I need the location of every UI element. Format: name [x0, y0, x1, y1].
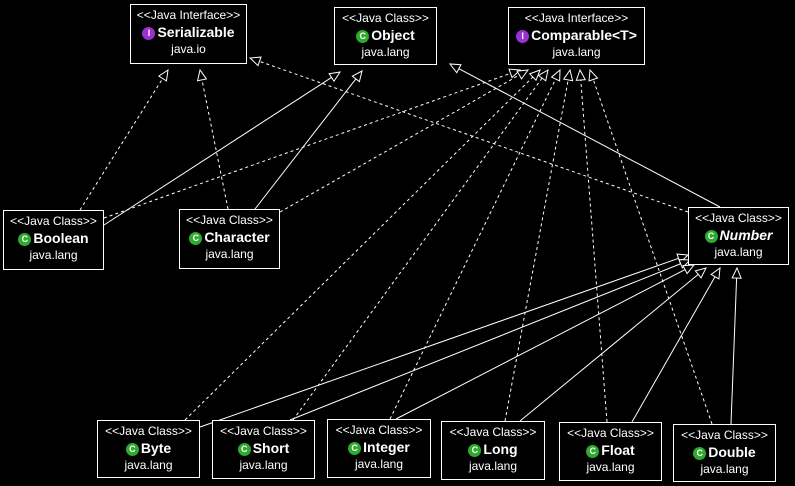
- class-name: Integer: [363, 439, 410, 455]
- number-to-object-arrowhead-icon: [448, 63, 462, 74]
- boolean-to-serializable-arrowhead-icon: [157, 68, 169, 82]
- class-icon: C: [348, 442, 362, 455]
- stereotype-label: <<Java Class>>: [186, 213, 273, 227]
- boolean-to-object-extends-edge: [103, 77, 332, 226]
- class-name: Byte: [140, 440, 172, 456]
- package-label: java.lang: [239, 458, 288, 472]
- float-to-number-arrowhead-icon: [710, 266, 721, 280]
- package-label: java.lang: [700, 462, 749, 476]
- character-to-serializable-implements-edge: [201, 79, 229, 210]
- stereotype-label: <<Java Class>>: [105, 424, 192, 438]
- class-icon: C: [189, 232, 203, 245]
- integer-to-number-arrowhead-icon: [682, 264, 696, 275]
- class-icon: C: [586, 445, 600, 458]
- class-icon: C: [237, 443, 251, 456]
- boolean-to-object-arrowhead-icon: [328, 71, 342, 83]
- character-to-serializable-arrowhead-icon: [196, 68, 208, 82]
- character-to-comparable-implements-edge: [279, 74, 520, 213]
- class-name: Float: [601, 442, 635, 458]
- class-name: Double: [708, 444, 756, 460]
- stereotype-label: <<Java Class>>: [10, 214, 97, 228]
- package-label: java.lang: [361, 45, 410, 59]
- integer-to-comparable-implements-edge: [389, 78, 557, 420]
- package-label: java.lang: [586, 460, 635, 474]
- byte-to-comparable-arrowhead-icon: [528, 69, 541, 82]
- number-to-serializable-arrowhead-icon: [248, 56, 262, 67]
- class-name: Character: [204, 229, 270, 245]
- class-name: Short: [252, 440, 290, 456]
- class-name: Comparable<T>: [531, 27, 637, 43]
- stereotype-label: <<Java Class>>: [681, 428, 768, 442]
- class-name: Boolean: [33, 230, 89, 246]
- interface-icon: I: [142, 27, 156, 40]
- package-label: java.lang: [124, 458, 173, 472]
- stereotype-label: <<Java Interface>>: [524, 11, 629, 25]
- long-to-comparable-arrowhead-icon: [562, 68, 574, 82]
- package-label: java.lang: [354, 457, 404, 471]
- class-icon: C: [356, 30, 370, 43]
- class-name: Long: [483, 441, 518, 457]
- class-icon: C: [704, 230, 718, 243]
- long-to-comparable-implements-edge: [504, 79, 569, 422]
- float-to-number-extends-edge: [631, 276, 716, 423]
- class-icon: C: [468, 444, 482, 457]
- float-to-comparable-implements-edge: [580, 79, 608, 423]
- stereotype-label: <<Java Class>>: [335, 423, 423, 437]
- short-to-comparable-implements-edge: [292, 77, 543, 421]
- class-icon: C: [18, 233, 32, 246]
- double-to-comparable-arrowhead-icon: [588, 68, 599, 82]
- package-label: java.lang: [205, 247, 254, 261]
- package-label: java.lang: [552, 45, 601, 59]
- float-to-comparable-arrowhead-icon: [575, 68, 587, 81]
- number-to-object-extends-edge: [458, 68, 721, 208]
- long-to-number-arrowhead-icon: [694, 267, 707, 279]
- byte-to-number-extends-edge: [199, 257, 679, 428]
- short-to-comparable-arrowhead-icon: [537, 69, 549, 82]
- class-name: Number: [719, 227, 773, 243]
- short-to-number-extends-edge: [289, 263, 681, 421]
- character-to-object-extends-edge: [254, 78, 357, 210]
- stereotype-label: <<Java Class>>: [695, 211, 782, 225]
- class-icon: C: [125, 443, 139, 456]
- class-name: Serializable: [157, 24, 235, 40]
- stereotype-label: <<Java Class>>: [342, 11, 429, 25]
- interface-icon: I: [516, 30, 530, 43]
- package-label: java.lang: [714, 245, 763, 259]
- stereotype-label: <<Java Class>>: [220, 424, 307, 438]
- package-label: java.lang: [29, 248, 78, 262]
- integer-to-number-extends-edge: [395, 269, 686, 420]
- double-to-number-arrowhead-icon: [731, 266, 742, 279]
- package-label: java.lang: [468, 459, 518, 473]
- long-to-number-extends-edge: [519, 273, 699, 422]
- class-icon: C: [693, 447, 707, 460]
- boolean-to-serializable-implements-edge: [79, 78, 164, 211]
- stereotype-label: <<Java Class>>: [449, 425, 537, 439]
- double-to-comparable-implements-edge: [592, 79, 713, 425]
- class-name: Object: [371, 27, 415, 43]
- package-label: java.io: [171, 42, 206, 56]
- stereotype-label: <<Java Class>>: [567, 426, 654, 440]
- stereotype-label: <<Java Interface>>: [136, 8, 241, 22]
- integer-to-comparable-arrowhead-icon: [550, 68, 561, 82]
- number-to-serializable-implements-edge: [259, 60, 689, 213]
- double-to-number-extends-edge: [730, 278, 738, 425]
- short-to-number-arrowhead-icon: [678, 259, 692, 269]
- character-to-object-arrowhead-icon: [351, 70, 363, 83]
- character-to-comparable-arrowhead-icon: [516, 69, 530, 80]
